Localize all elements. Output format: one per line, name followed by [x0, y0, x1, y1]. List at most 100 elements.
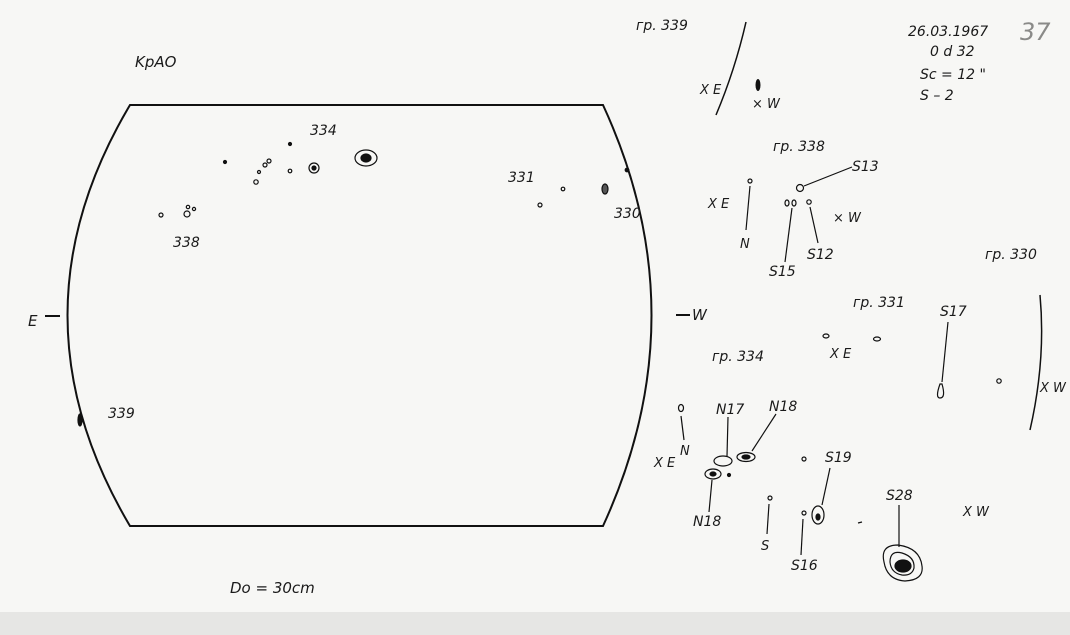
pointer-line	[680, 415, 685, 441]
group-339-west: × W	[752, 97, 781, 112]
group-331-east: X E	[829, 347, 852, 362]
pointer-line	[821, 467, 831, 506]
group-338-north: N	[740, 237, 750, 252]
solar-disk	[45, 104, 690, 527]
group-334-east: X E	[653, 456, 676, 471]
seeing-label: Sc = 12 "	[920, 67, 986, 83]
pointer-line	[745, 185, 751, 231]
spot	[253, 179, 259, 185]
spot	[311, 165, 317, 171]
spot-n18-lower	[704, 468, 722, 480]
spot	[726, 472, 732, 478]
spot	[287, 168, 293, 174]
spot-s28-penumbra	[882, 544, 923, 582]
group-338-east: X E	[707, 197, 730, 212]
date-label: 26.03.1967	[908, 24, 988, 40]
spot-n17	[713, 455, 733, 467]
spot-s12-label: S12	[807, 247, 834, 263]
pointer-line	[809, 206, 819, 244]
limb-arc	[715, 21, 747, 116]
spot-umbra	[709, 471, 717, 477]
group-339-east: X E	[699, 83, 722, 98]
pointer-line	[941, 321, 949, 383]
spot	[77, 413, 83, 427]
spot-n18-lower-label: N18	[693, 514, 721, 530]
pointer-line	[766, 503, 770, 535]
spot	[936, 383, 945, 399]
spot	[158, 212, 164, 218]
pointer-line	[803, 166, 853, 187]
spot	[262, 162, 268, 168]
spot-s19-label: S19	[825, 450, 852, 466]
paper-edge	[0, 612, 1070, 635]
spot	[677, 403, 685, 413]
group-330-label: 330	[614, 206, 641, 222]
spot-s28-label: S28	[886, 488, 913, 504]
page-number: 37	[1020, 18, 1051, 46]
spot	[537, 202, 543, 208]
spot-s28-inner	[889, 551, 915, 576]
group-334-west: X W	[962, 505, 990, 520]
detail-group-334: гр. 334 X E X W N	[653, 349, 990, 582]
spot	[624, 167, 630, 173]
group-338-title: гр. 338	[773, 139, 825, 155]
disk-outline	[66, 104, 653, 527]
paper	[0, 0, 1070, 612]
spot	[747, 178, 753, 184]
spot	[791, 199, 797, 207]
spot-n17-label: N17	[716, 402, 744, 418]
scale-label: S – 2	[920, 88, 954, 104]
spot	[767, 495, 773, 501]
group-339-label: 339	[108, 406, 135, 422]
spot-umbra	[741, 454, 751, 460]
observatory-label: KpAO	[135, 53, 177, 71]
spot	[560, 186, 566, 192]
group-338-label: 338	[173, 235, 200, 251]
time-label: 0 d 32	[930, 44, 975, 60]
spot	[287, 141, 293, 147]
group-330-west: X W	[1039, 381, 1067, 396]
disk-east-label: E	[28, 312, 38, 330]
spot	[806, 199, 812, 205]
pointer-line	[708, 479, 713, 513]
spot	[784, 199, 790, 207]
spot	[795, 183, 805, 193]
spot-penumbra	[354, 149, 378, 167]
spot-n18-label: N18	[769, 399, 797, 415]
limb-arc	[1029, 294, 1043, 431]
spot-s16-label: S16	[791, 558, 818, 574]
group-331-title: гр. 331	[853, 295, 905, 311]
group-331-label: 331	[508, 170, 535, 186]
spot	[256, 169, 262, 175]
spot	[222, 159, 228, 165]
pointer-line	[784, 207, 793, 263]
spot	[266, 158, 272, 164]
spot	[183, 210, 191, 218]
pointer-line	[726, 416, 729, 457]
group-334-title: гр. 334	[712, 349, 764, 365]
spot-umbra	[360, 153, 372, 163]
spot-s28-umbra	[894, 559, 912, 573]
detail-group-339: гр. 339 X E × W	[636, 18, 781, 116]
spot-s-label: S	[761, 539, 769, 554]
pointer-line	[857, 521, 863, 524]
group-334-label: 334	[310, 123, 337, 139]
spot	[996, 378, 1002, 384]
spot	[601, 183, 609, 195]
spot	[822, 333, 830, 339]
spot-s13-label: S13	[852, 159, 879, 175]
spot	[801, 456, 807, 462]
pointer-line	[800, 518, 804, 556]
spot	[872, 336, 882, 342]
spot-s19	[811, 505, 825, 525]
spot-s17-label: S17	[940, 304, 967, 320]
spot	[308, 162, 320, 174]
spot	[191, 206, 197, 212]
spot-umbra	[815, 513, 821, 521]
group-338-west: × W	[833, 211, 862, 226]
detail-group-331: гр. 331 X E	[822, 295, 905, 362]
disk-west-label: W	[692, 306, 708, 324]
spot	[801, 510, 807, 516]
